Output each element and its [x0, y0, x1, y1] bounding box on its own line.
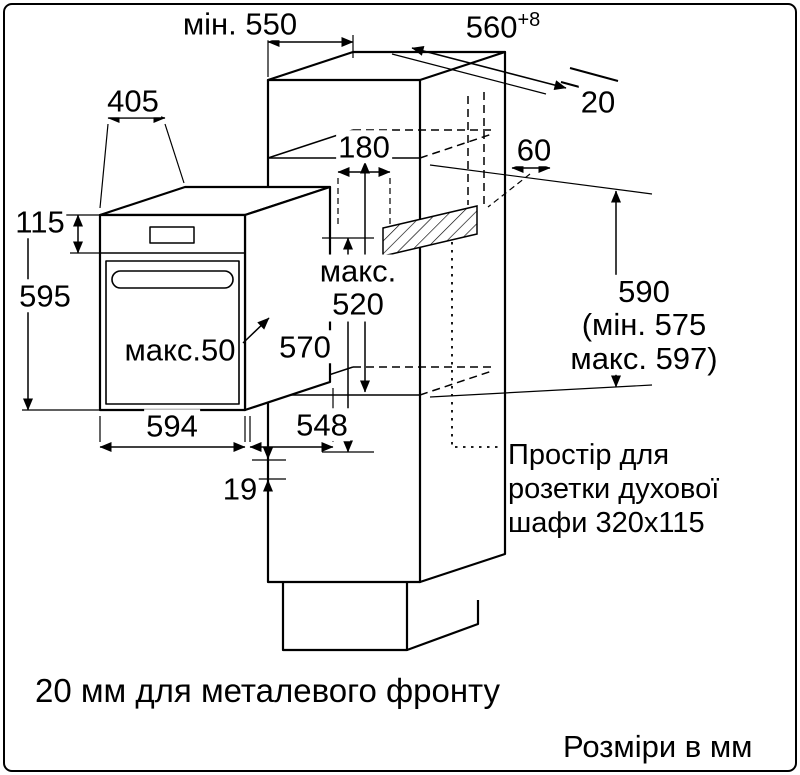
dim-label-548: 548 [294, 407, 350, 443]
dim-label-560-tolerance: +8 [517, 9, 541, 32]
dim-label-max520: макс. 520 [317, 253, 399, 322]
dim-label-60: 60 [514, 132, 554, 168]
dim-label-115: 115 [13, 204, 67, 240]
socket-leader-dotted [451, 242, 502, 448]
oven-handle [111, 270, 234, 289]
dim-594-lines [99, 416, 246, 452]
dim-405-lines [99, 113, 185, 209]
dim-label-560: 560+8 [463, 9, 543, 45]
dim-label-20: 20 [578, 84, 618, 120]
dim-19-lines [252, 444, 286, 495]
dim-min550-lines [267, 35, 354, 77]
dim-label-405: 405 [105, 83, 161, 119]
dim-label-19: 19 [220, 471, 260, 507]
dim-180-lines [337, 167, 391, 226]
dim-label-594: 594 [144, 408, 200, 444]
oven-display [149, 226, 195, 244]
units-note: Розміри в мм [563, 729, 753, 764]
oven-door [105, 260, 240, 405]
dim-label-180: 180 [336, 129, 392, 165]
metal-front-note: 20 мм для металевого фронту [35, 672, 501, 709]
socket-note: Простір для розетки духової шафи 320x115 [508, 439, 720, 539]
dim-label-570: 570 [277, 329, 333, 365]
dim-60-lines [487, 163, 551, 208]
dim-label-max50: макс.50 [122, 332, 238, 368]
oven [98, 185, 332, 412]
dim-560-lines [391, 46, 567, 95]
dim-label-590-block: 590 (мін. 575 макс. 597) [568, 273, 720, 376]
dim-label-min550: мін. 550 [180, 6, 300, 42]
cabinet-hidden-edges [353, 92, 493, 396]
dim-label-595: 595 [17, 278, 73, 314]
socket-area-hatch [382, 205, 478, 257]
oven-front-face [98, 213, 247, 412]
cabinet-plinth [281, 582, 480, 652]
dim-max50-arrow [242, 317, 270, 344]
